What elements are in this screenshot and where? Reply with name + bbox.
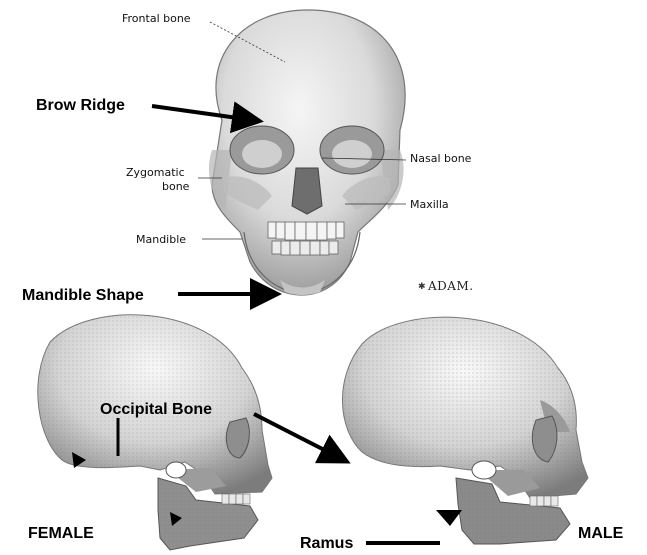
nasal-cavity	[292, 168, 322, 214]
male-ramus-marker	[436, 510, 462, 526]
female-side-skull	[38, 315, 272, 550]
label-male: MALE	[578, 525, 624, 542]
callout-brow-ridge: Brow Ridge	[36, 97, 125, 114]
svg-text:✱: ✱	[418, 282, 426, 292]
female-ear-opening	[166, 462, 186, 478]
male-side-skull	[342, 317, 588, 544]
male-ear-opening	[472, 461, 496, 479]
label-zygomatic-line1: Zygomatic	[126, 166, 185, 179]
label-maxilla: Maxilla	[410, 198, 449, 211]
callout-occipital-bone: Occipital Bone	[100, 401, 212, 418]
label-zygomatic-line2: bone	[162, 180, 190, 193]
upper-teeth	[268, 222, 344, 240]
callout-mandible-shape: Mandible Shape	[22, 287, 144, 304]
svg-text:ADAM.: ADAM.	[427, 279, 474, 293]
arrow-occipital-bone	[254, 414, 340, 458]
callout-ramus: Ramus	[300, 535, 353, 552]
label-nasal-bone: Nasal bone	[410, 152, 472, 165]
label-mandible: Mandible	[136, 233, 186, 246]
label-frontal-bone: Frontal bone	[122, 12, 191, 25]
adam-logo: ✱ ADAM.	[418, 279, 474, 293]
label-female: FEMALE	[28, 525, 94, 542]
front-skull-illustration	[209, 10, 405, 295]
lower-teeth	[272, 241, 338, 255]
